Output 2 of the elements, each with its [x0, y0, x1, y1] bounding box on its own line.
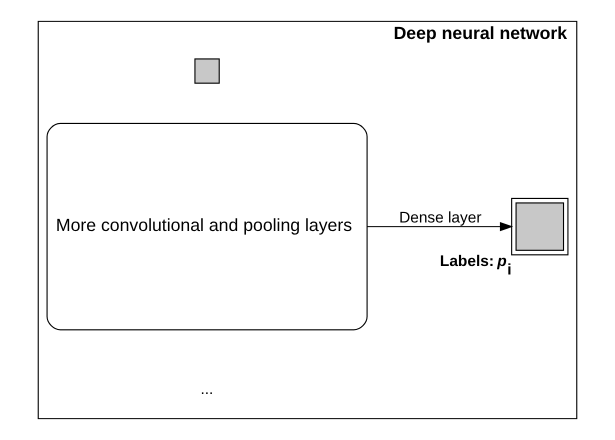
edge-label: Dense layer — [399, 209, 482, 226]
label: ... — [200, 381, 214, 398]
